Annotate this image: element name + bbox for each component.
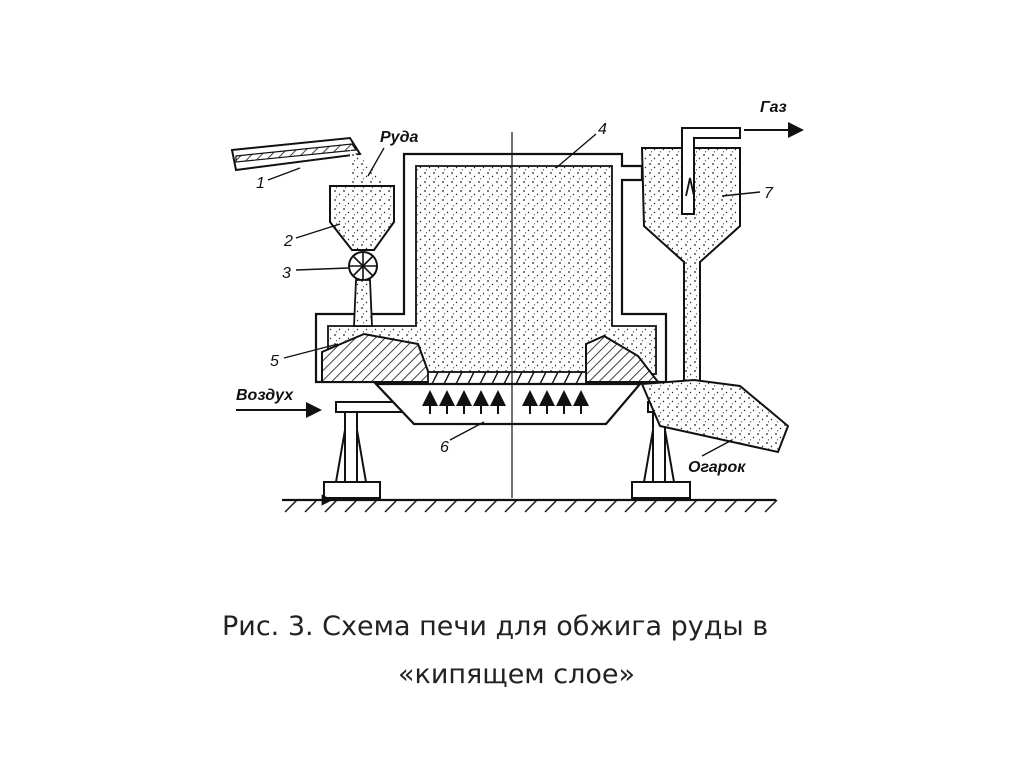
label-gas: Газ	[760, 99, 787, 116]
conveyor	[230, 136, 362, 172]
fluidized-bed	[327, 165, 657, 375]
distribution-grid	[427, 371, 587, 385]
cinder-discharge	[640, 378, 790, 454]
air-chamber	[373, 382, 643, 426]
feed-chute	[353, 279, 373, 327]
label-6: 6	[440, 439, 449, 456]
left-support	[323, 401, 381, 499]
label-ore: Руда	[380, 129, 418, 146]
ore-stream	[350, 150, 384, 186]
right-support	[631, 401, 691, 499]
figure-caption: Рис. 3. Схема печи для обжига руды в «ки…	[140, 603, 1020, 699]
air-flow-arrows	[422, 390, 589, 414]
label-3: 3	[282, 265, 291, 282]
right-lining	[585, 334, 661, 383]
gas-outlet-pipe	[681, 127, 741, 215]
label-cinder: Огарок	[688, 459, 746, 476]
wall-lining	[321, 332, 434, 383]
label-air: Воздух	[236, 387, 294, 404]
hopper	[329, 185, 395, 251]
ground	[282, 498, 778, 513]
label-7: 7	[764, 185, 774, 202]
label-1: 1	[256, 175, 265, 192]
label-5: 5	[270, 353, 279, 370]
label-4: 4	[598, 121, 607, 138]
rotary-feeder	[348, 251, 378, 281]
label-2: 2	[283, 233, 293, 250]
caption-line-1: Рис. 3. Схема печи для обжига руды в	[222, 611, 769, 642]
caption-line-2: «кипящем слое»	[398, 659, 636, 690]
